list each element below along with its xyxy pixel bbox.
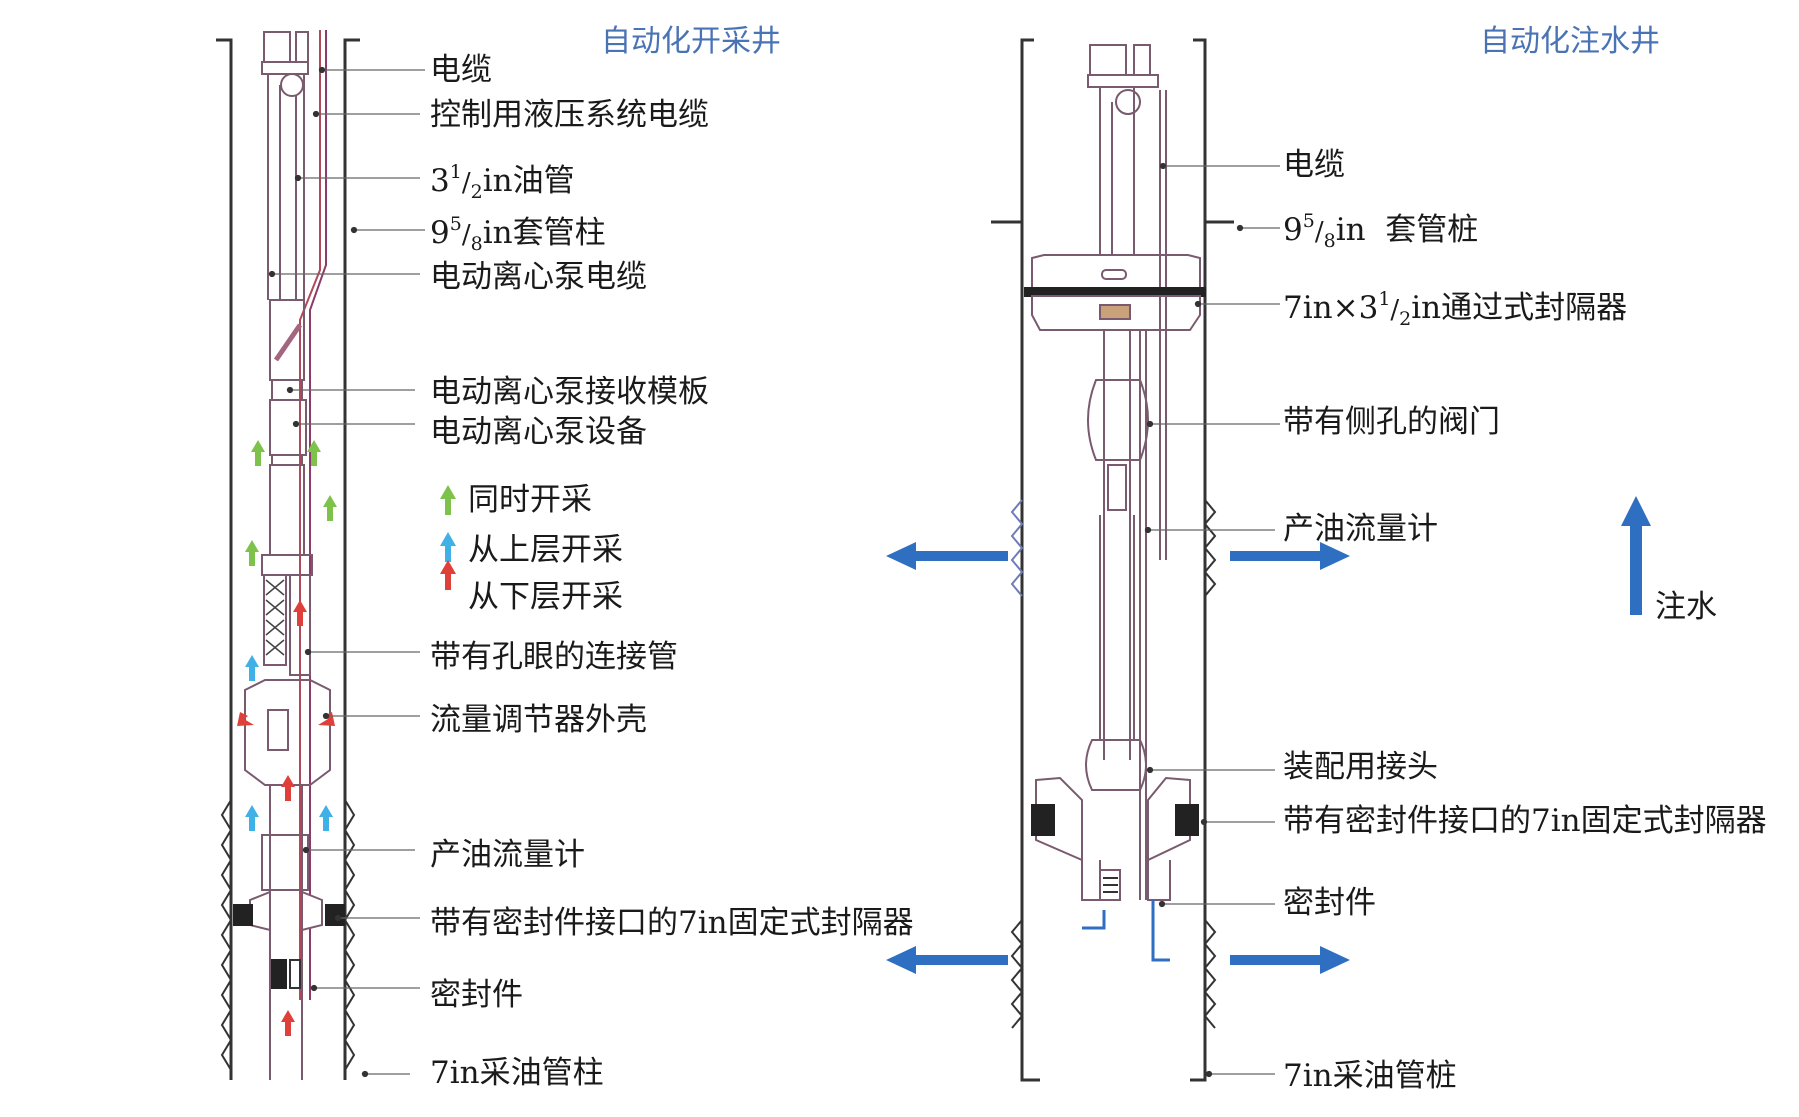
label-flowmeter-left: 产油流量计: [430, 837, 585, 873]
casing-right: [1190, 222, 1207, 1082]
label-assembly-joint: 装配用接头: [1283, 749, 1438, 785]
label-perforated-joint: 带有孔眼的连接管: [430, 639, 678, 675]
legend-arrow-green: [440, 485, 456, 515]
label-injection: 注水: [1655, 589, 1717, 625]
arrow-left-lower: [886, 946, 1008, 974]
label-liner-right: 7in采油管桩: [1283, 1058, 1457, 1094]
legend-arrow-red: [440, 560, 456, 590]
label-esp-intake: 电动离心泵接收模板: [430, 374, 709, 410]
label-esp-cable: 电动离心泵电缆: [430, 259, 647, 295]
injection-well-title: 自动化注水井: [1480, 24, 1660, 59]
production-well-title: 自动化开采井: [601, 24, 781, 59]
arrow-right-upper: [1230, 542, 1350, 570]
casing-left: [1020, 222, 1040, 1082]
arrow-right-lower: [1230, 946, 1350, 974]
label-liner-left: 7in采油管柱: [430, 1055, 604, 1091]
label-tubing: 31/2in油管: [430, 161, 575, 203]
legend-upper: 从上层开采: [468, 532, 623, 568]
casing-wall-right: [343, 38, 360, 1080]
injection-direction-arrow: [1621, 496, 1651, 615]
legend-lower: 从下层开采: [468, 579, 623, 615]
injection-arrows: [886, 496, 1651, 974]
liner-zigzag-left: [220, 799, 233, 1071]
label-hydraulic-cable: 控制用液压系统电缆: [430, 97, 709, 133]
injection-flow-small: [1082, 900, 1170, 962]
label-packer-left: 带有密封件接口的7in固定式封隔器: [430, 905, 914, 941]
label-seal-right: 密封件: [1283, 885, 1376, 921]
label-esp-equipment: 电动离心泵设备: [430, 414, 647, 450]
label-casing-left: 95/8in套管柱: [430, 213, 606, 255]
label-casing-right: 95/8in 套管桩: [1283, 210, 1479, 252]
label-flow-regulator: 流量调节器外壳: [430, 702, 647, 738]
casing-wall-left: [216, 38, 233, 1080]
leaders-right: [1144, 162, 1280, 1078]
injection-well: [991, 38, 1234, 1082]
arrow-left-upper: [886, 542, 1008, 570]
label-side-port-valve: 带有侧孔的阀门: [1283, 404, 1500, 440]
label-packer-right: 带有密封件接口的7in固定式封隔器: [1283, 803, 1767, 839]
label-cable-left: 电缆: [430, 52, 492, 88]
label-seal-left: 密封件: [430, 977, 523, 1013]
legend-arrow-cyan: [440, 532, 456, 562]
liner-zigzag-right: [343, 799, 356, 1071]
casing-right-top: [1193, 38, 1234, 224]
production-string: [233, 30, 345, 1080]
legend-both: 同时开采: [468, 482, 592, 518]
production-well: [216, 38, 360, 1080]
casing-left-top: [991, 38, 1034, 224]
label-cable-right: 电缆: [1283, 147, 1345, 183]
label-flowmeter-right: 产油流量计: [1283, 511, 1438, 547]
flow-arrows-left: [237, 440, 337, 1036]
injection-string: [1024, 44, 1206, 901]
leaders-left: [268, 66, 425, 1078]
label-feedthrough-packer: 7in×31/2in通过式封隔器: [1283, 288, 1628, 330]
